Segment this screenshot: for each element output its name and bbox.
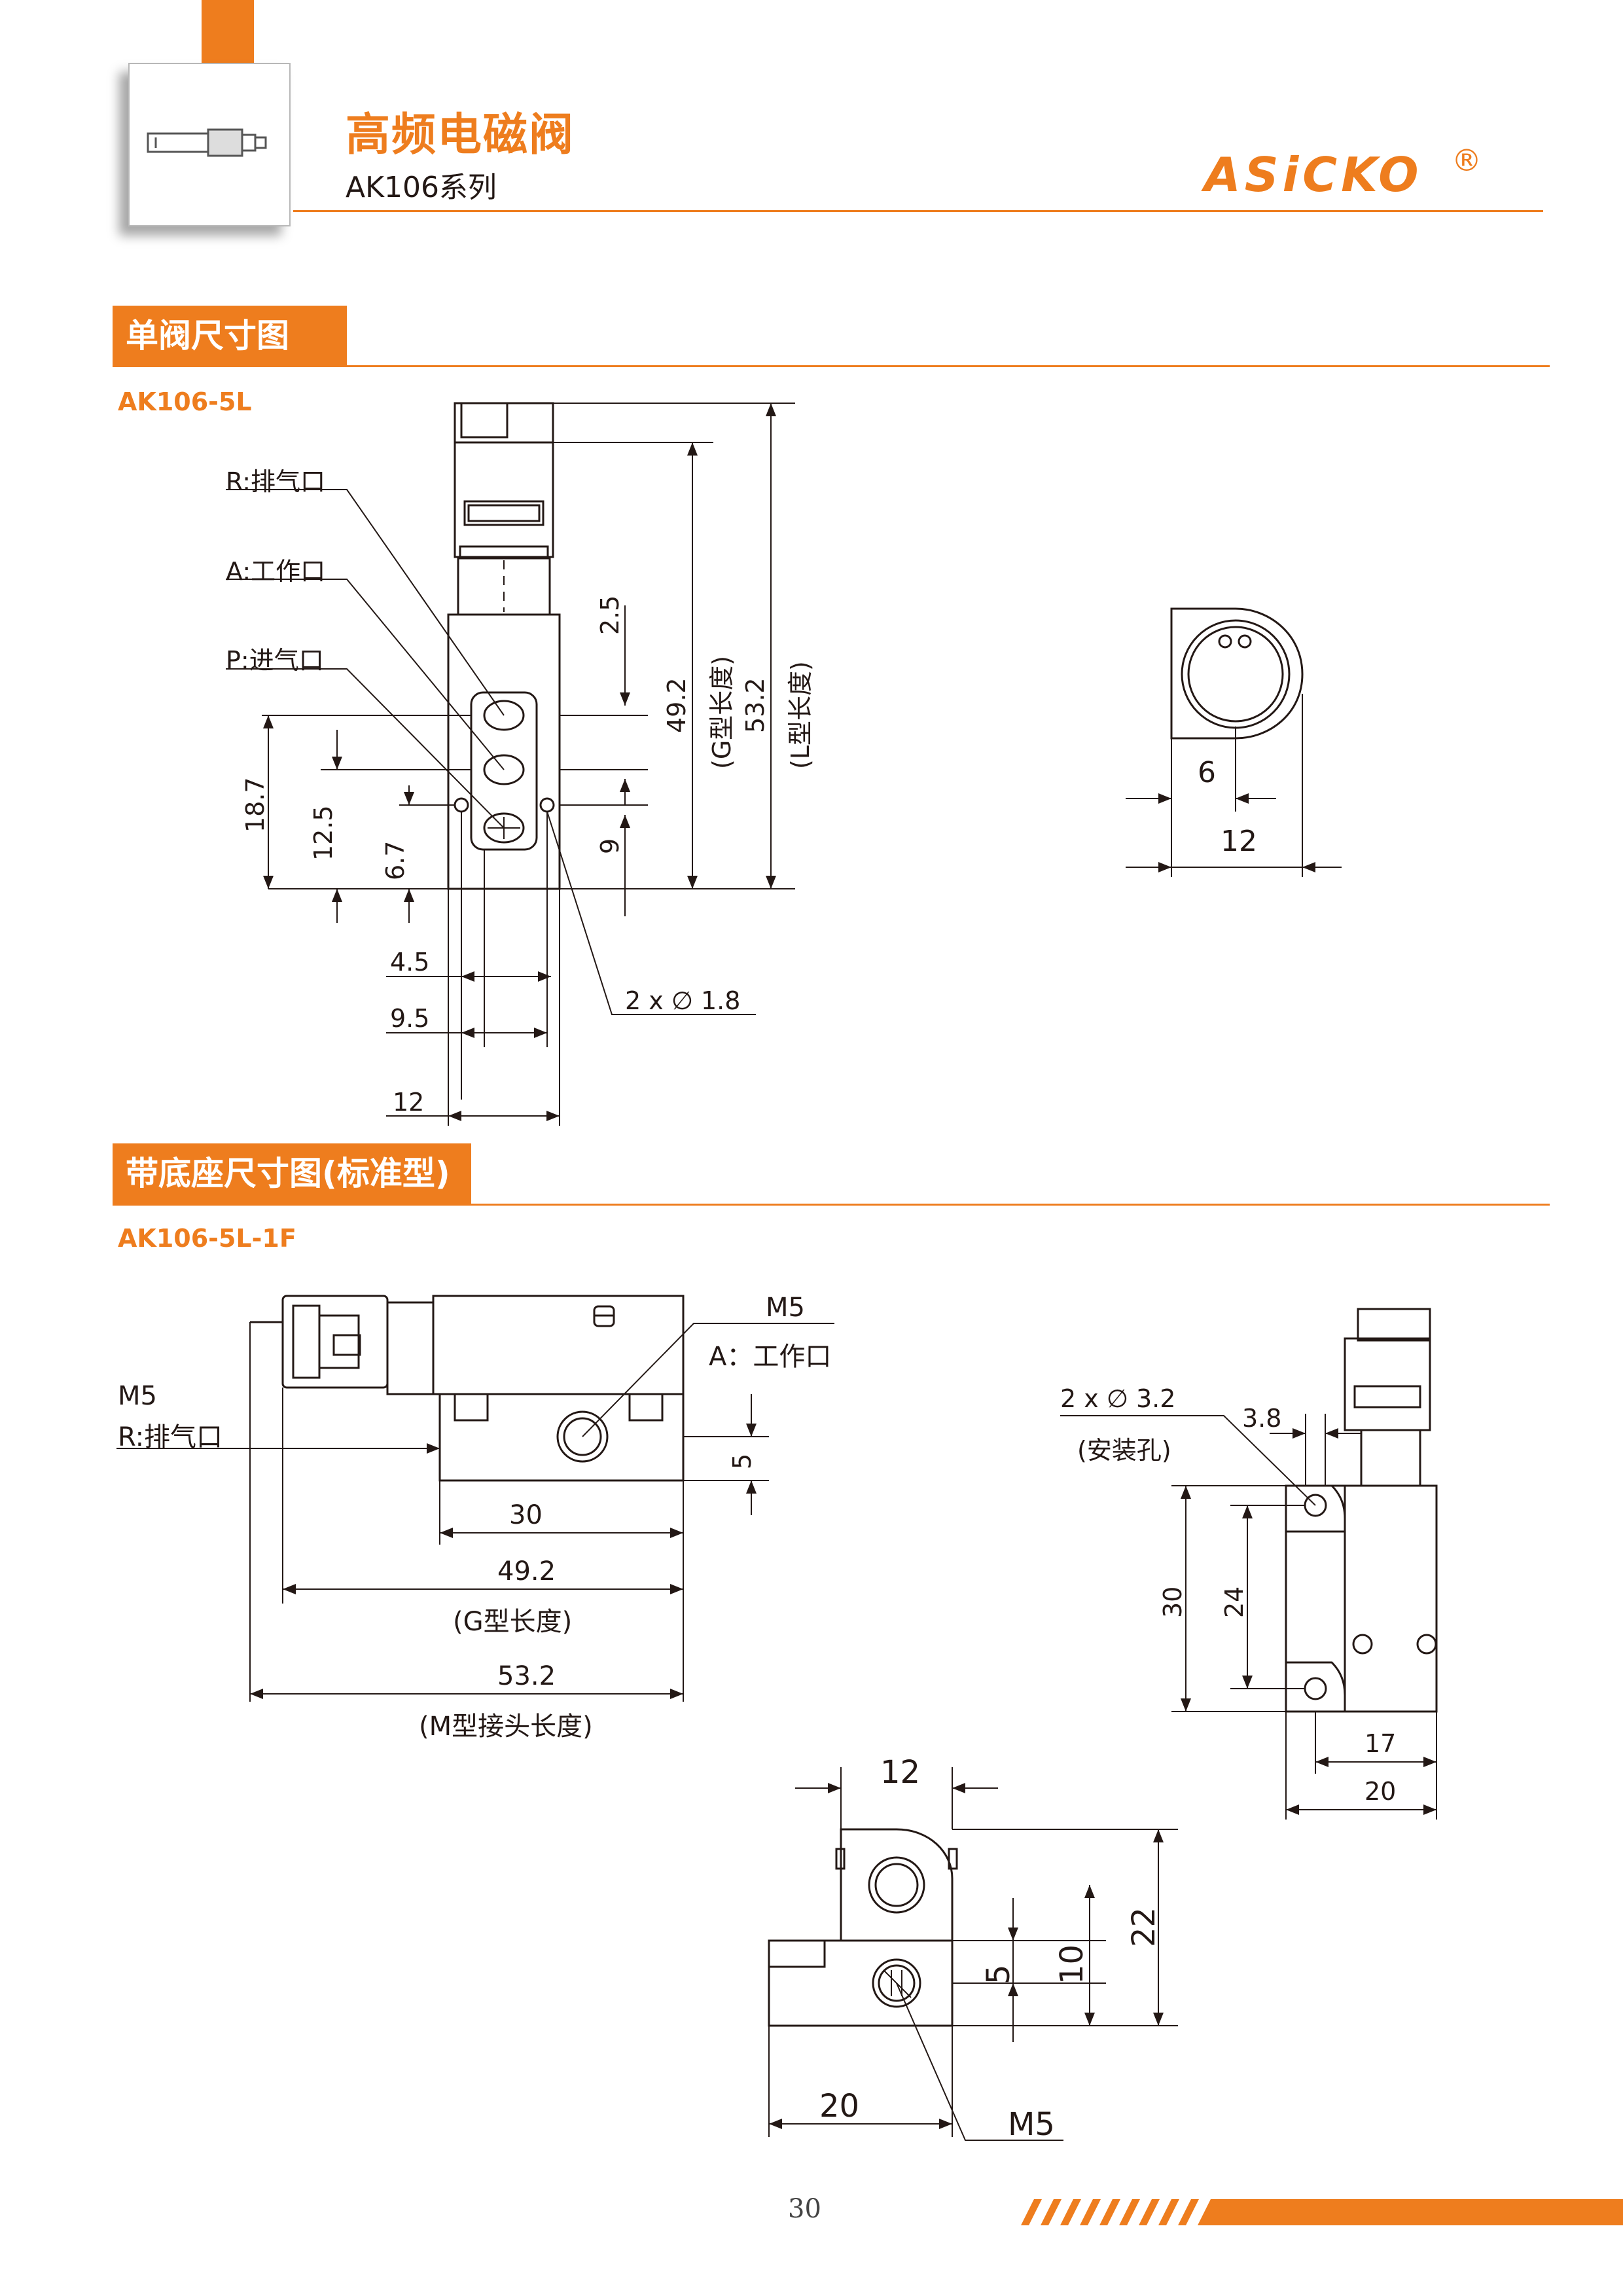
dim-base-30: 30 [509, 1500, 543, 1530]
dim-6-7: 6.7 [381, 840, 410, 880]
dim-g-length: (G型长度) [707, 655, 736, 769]
dim-side-6: 6 [1198, 756, 1216, 789]
registered-mark: ® [1452, 143, 1482, 178]
port-leaders [226, 489, 756, 1015]
section-rule-2 [113, 1204, 1550, 1206]
brand-logo: ASiCKO [1204, 147, 1423, 202]
dim-49-2: 49.2 [662, 677, 691, 733]
dim-3-8: 3.8 [1242, 1404, 1282, 1433]
dim-base-m-length: (M型接头长度) [419, 1712, 593, 1742]
label-mount-holes-note: (安装孔) [1077, 1436, 1171, 1465]
dim-end-5: 5 [980, 1964, 1017, 1984]
dim-9: 9 [596, 838, 624, 854]
label-mount-holes: 2 x ∅ 3.2 [1060, 1384, 1176, 1413]
section-tab-base: 带底座尺寸图(标准型) [113, 1143, 471, 1204]
dim-4-5: 4.5 [390, 948, 430, 977]
section-tab-single-valve: 单阀尺寸图 [113, 306, 347, 366]
model-label-2: AK106-5L-1F [118, 1224, 296, 1253]
drawing-base-front [250, 1295, 685, 1482]
drawing-base-end [768, 1828, 958, 2027]
dim-end-10: 10 [1054, 1944, 1090, 1984]
dim-end-12: 12 [880, 1754, 921, 1791]
drawing-single-valve-front [447, 402, 561, 890]
label-r-port: R:排气口 [118, 1422, 223, 1452]
page-number: 30 [788, 2194, 821, 2224]
port-label-a: A:工作口 [226, 557, 326, 586]
dim-side-24: 24 [1220, 1586, 1249, 1618]
page-title: 高频电磁阀 [346, 109, 575, 161]
label-m5-top: M5 [766, 1293, 805, 1323]
dim-side-20: 20 [1364, 1777, 1397, 1806]
drawing-single-valve-side [1170, 607, 1304, 740]
header-rule [293, 210, 1543, 212]
dim-9-5: 9.5 [390, 1004, 430, 1033]
dim-12-5: 12.5 [309, 805, 338, 861]
dim-2-5: 2.5 [596, 595, 624, 635]
header-tab-bar [202, 0, 254, 64]
dim-base-53-2: 53.2 [497, 1661, 556, 1691]
series-subtitle: AK106系列 [346, 171, 497, 204]
dim-18-7: 18.7 [241, 777, 270, 833]
dim-base-5: 5 [728, 1453, 757, 1469]
label-m5-left: M5 [118, 1381, 157, 1411]
dim-side-17: 17 [1364, 1729, 1397, 1758]
footer-stripes [1021, 2199, 1623, 2225]
drawing-base-side [1285, 1308, 1438, 1713]
dim-l-length: (L型长度) [786, 661, 815, 769]
dim-53-2: 53.2 [741, 677, 770, 733]
dim-side-30: 30 [1158, 1586, 1187, 1618]
port-label-p: P:进气口 [226, 646, 324, 675]
port-label-r: R:排气口 [226, 467, 326, 496]
valve-thumbnail-icon [147, 128, 267, 157]
dim-side-12: 12 [1221, 825, 1257, 858]
dim-base-g-length: (G型长度) [453, 1607, 573, 1637]
model-label-1: AK106-5L [118, 387, 252, 416]
label-a-port: A：工作口 [709, 1342, 832, 1372]
dim-hole-1-8: 2 x ∅ 1.8 [625, 986, 741, 1015]
product-thumbnail [128, 63, 291, 226]
section-rule-1 [113, 365, 1550, 367]
dim-base-49-2: 49.2 [497, 1556, 556, 1587]
dim-end-20: 20 [819, 2088, 860, 2125]
label-end-m5: M5 [1008, 2106, 1055, 2143]
dim-12: 12 [393, 1088, 425, 1117]
dim-end-22: 22 [1126, 1907, 1162, 1947]
